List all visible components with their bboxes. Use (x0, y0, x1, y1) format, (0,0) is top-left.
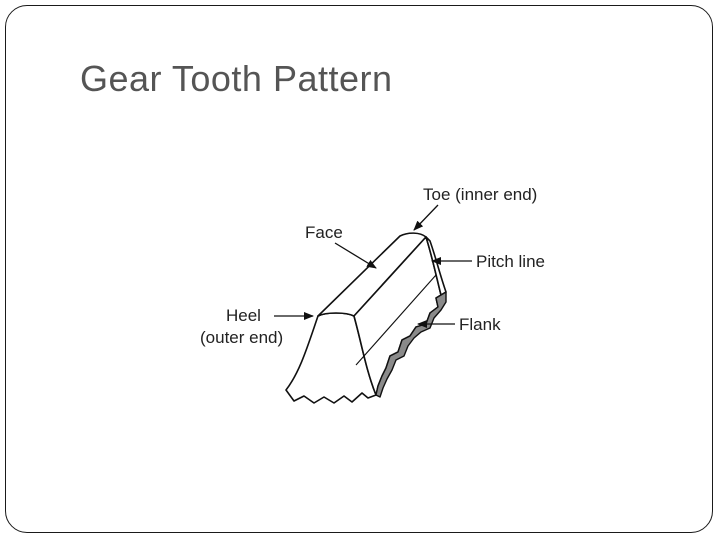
slide-frame (5, 5, 713, 533)
label-pitch-line: Pitch line (476, 252, 545, 271)
arrow-face (334, 242, 377, 269)
label-heel: Heel (226, 306, 261, 325)
pitch-line-mark (355, 274, 437, 366)
label-face: Face (305, 223, 343, 242)
slide-title: Gear Tooth Pattern (80, 58, 393, 99)
label-flank: Flank (459, 315, 501, 334)
label-heel-sub: (outer end) (200, 328, 283, 347)
gear-tooth (285, 232, 447, 404)
label-toe: Toe (inner end) (423, 185, 537, 204)
arrow-toe (413, 204, 439, 231)
